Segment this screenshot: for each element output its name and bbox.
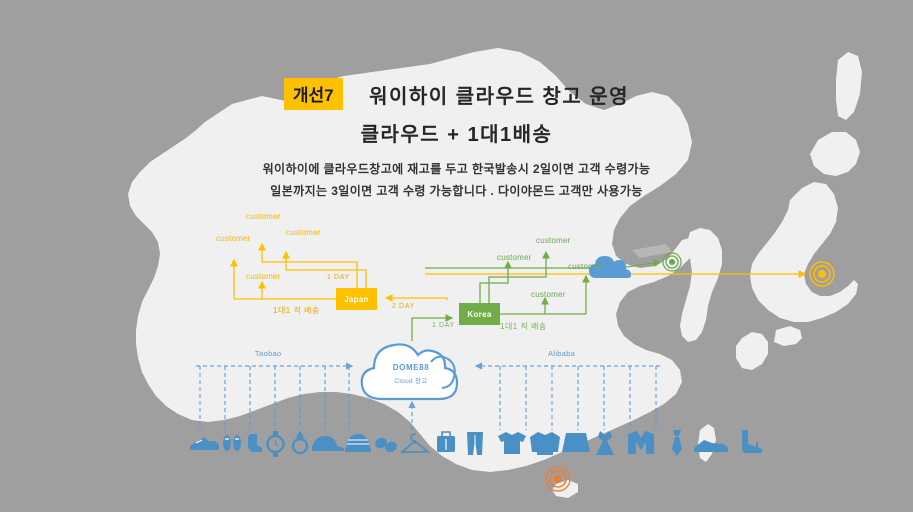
japan-customer-3: customer	[286, 228, 321, 237]
hanger-icon	[399, 433, 431, 453]
korea-peninsula	[680, 228, 722, 342]
description-line-1: 워이하이에 클라우드창고에 재고를 두고 한국발송시 2일이면 고객 수령가능	[262, 162, 651, 176]
japan-shikoku	[774, 326, 802, 346]
korea-direct-delivery-label: 1대1 직 배송	[500, 322, 547, 331]
japan-honshu	[750, 182, 858, 322]
sourcing-lines	[196, 362, 660, 430]
sakhalin-island	[836, 52, 862, 120]
cloud-warehouse-shape[interactable]	[360, 343, 459, 401]
title-row: 개선7 워이하이 클라우드 창고 운영	[0, 78, 913, 110]
gloves-icon	[375, 437, 397, 453]
japan-hokkaido	[810, 132, 860, 176]
tie-icon	[672, 430, 682, 456]
heel-icon	[742, 430, 762, 453]
korea-customer-3: customer	[531, 290, 566, 299]
japan-kyushu	[736, 332, 768, 370]
tshirt-icon	[498, 432, 526, 454]
coast-detail-1	[632, 244, 672, 258]
node-japan[interactable]: Japan	[336, 288, 377, 310]
shoe-icon	[694, 440, 728, 452]
sweater-icon	[530, 432, 560, 455]
watch-icon	[266, 431, 285, 457]
cloud-warehouse-subtitle: Cloud 창고	[394, 378, 428, 385]
alibaba-label: Alibaba	[548, 349, 576, 358]
korea-to-japan	[384, 294, 448, 302]
page-title: 워이하이 클라우드 창고 운영	[369, 85, 630, 108]
korea-customer-4: customer	[568, 262, 603, 271]
ring-icon	[291, 431, 309, 455]
japan-marker[interactable]	[809, 261, 835, 287]
korea-transit-day-label: 1 DAY	[432, 322, 455, 329]
dress-icon	[596, 431, 614, 455]
suit-icon	[628, 431, 654, 454]
japan-transit-day-label: 2 DAY	[392, 303, 415, 310]
korea-customer-1: customer	[497, 253, 532, 262]
korea-customer-2: customer	[536, 236, 571, 245]
cap-icon	[312, 436, 344, 451]
product-icon-row	[190, 430, 762, 457]
korea-leg-a	[479, 260, 512, 303]
sock-icon	[248, 434, 262, 452]
beanie-icon	[345, 434, 371, 452]
pants-icon	[467, 432, 483, 455]
japan-leg-1day	[282, 250, 367, 288]
japan-leg-day-label: 1 DAY	[327, 274, 350, 281]
weihai-cloud-icon	[589, 256, 631, 278]
skirt-icon	[562, 433, 590, 454]
japan-direct-delivery-label: 1대1 직 배송	[273, 306, 320, 315]
improvement-badge: 개선7	[283, 78, 343, 110]
suitcase-icon	[437, 431, 455, 452]
cloud-to-korea-box	[411, 314, 454, 341]
korea-marker[interactable]	[662, 252, 682, 272]
taobao-label: Taobao	[255, 349, 282, 358]
sneaker-icon	[190, 437, 219, 450]
korea-leg-b	[488, 250, 550, 303]
node-korea[interactable]: Korea	[459, 303, 500, 325]
slippers-icon	[223, 435, 241, 451]
cloud-warehouse-name: DOME88	[392, 363, 430, 372]
page-subtitle: 클라우드 + 1대1배송	[360, 124, 553, 146]
origin-marker[interactable]	[545, 466, 571, 492]
japan-leg-b	[258, 242, 358, 288]
japan-customer-2: customer	[246, 212, 281, 221]
japan-customer-4: customer	[246, 272, 281, 281]
description-line-2: 일본까지는 3일이면 고객 수령 가능합니다 . 다이야몬드 고객만 사용가능	[270, 184, 643, 198]
japan-customer-1: customer	[216, 234, 251, 243]
